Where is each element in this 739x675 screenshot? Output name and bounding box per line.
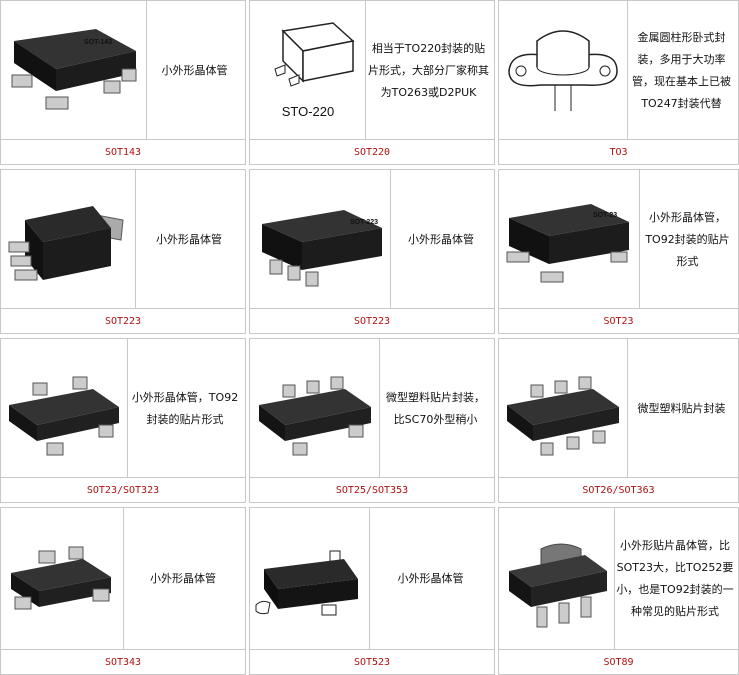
- package-caption-sot25-sot353: SOT25/SOT353: [250, 477, 494, 502]
- package-caption-sot223-b: SOT223: [250, 308, 494, 333]
- sot89-chip-icon: [508, 543, 607, 628]
- package-cell-sot223-a: 小外形晶体管 SOT223: [0, 169, 246, 334]
- to3-chip-icon: [508, 29, 618, 111]
- package-cell-to3: 金属圆柱形卧式封装，多用于大功率管，现在基本上已被TO247封装代替 TO3: [498, 0, 739, 165]
- package-desc-sot89: 小外形贴片晶体管，比SOT23大，比TO252要小，也是TO92封装的一种常见的…: [616, 539, 734, 618]
- package-caption-sot23: SOT23: [499, 308, 738, 333]
- package-cell-sot223-b: SOT-223 小外形晶体管 SOT223: [249, 169, 495, 334]
- package-image-sot220: STO-220: [250, 1, 366, 140]
- package-image-sot23-sot323: [1, 339, 128, 478]
- package-cell-sot523: 小外形晶体管 SOT523: [249, 507, 495, 675]
- package-caption-sot220: SOT220: [250, 139, 494, 164]
- package-cell-sot143: SOT-143 小外形晶体管 SOT143: [0, 0, 246, 165]
- sot23-chip-icon: SOT-23: [506, 203, 629, 282]
- sot220-chip-icon: STO-220: [273, 21, 355, 119]
- package-desc-sot143: 小外形晶体管: [161, 63, 228, 77]
- package-cell-sot23: SOT-23 小外形晶体管，TO92封装的贴片形式 SOT23: [498, 169, 739, 334]
- package-caption-sot23-sot323: SOT23/SOT323: [1, 477, 245, 502]
- sot143-label: SOT-143: [84, 39, 112, 46]
- sot223-label: SOT-223: [350, 219, 378, 226]
- sot23-label: SOT-23: [593, 212, 617, 219]
- package-cell-sot23-sot323: 小外形晶体管，TO92封装的贴片形式 SOT23/SOT323: [0, 338, 246, 503]
- package-desc-sot223-a: 小外形晶体管: [156, 232, 222, 246]
- package-caption-to3: TO3: [499, 139, 738, 164]
- package-image-sot25-sot353: [250, 339, 380, 478]
- sot353-chip-icon: [258, 376, 371, 455]
- package-desc-sot23: 小外形晶体管，TO92封装的贴片形式: [645, 210, 730, 268]
- package-image-sot223-b: SOT-223: [250, 170, 391, 309]
- sot223b-chip-icon: SOT-223: [262, 209, 382, 286]
- package-image-sot343: [1, 508, 124, 650]
- package-caption-sot223-a: SOT223: [1, 308, 245, 333]
- package-cell-sot220: STO-220 相当于TO220封装的贴片形式，大部分厂家称其为TO263或D2…: [249, 0, 495, 165]
- package-image-sot523: [250, 508, 370, 650]
- package-desc-sot23-sot323: 小外形晶体管，TO92封装的贴片形式: [131, 390, 239, 426]
- package-desc-sot523: 小外形晶体管: [397, 572, 464, 585]
- package-desc-to3: 金属圆柱形卧式封装，多用于大功率管，现在基本上已被TO247封装代替: [632, 30, 731, 110]
- sot363-chip-icon: [507, 376, 619, 455]
- package-image-sot23: SOT-23: [499, 170, 640, 309]
- sot223-chip-icon: [8, 205, 124, 280]
- package-cell-sot25-sot353: 微型塑料贴片封装，比SC70外型稍小 SOT25/SOT353: [249, 338, 495, 503]
- sot220-label: STO-220: [281, 104, 334, 119]
- package-caption-sot343: SOT343: [1, 649, 245, 674]
- sot343-chip-icon: [11, 546, 111, 610]
- package-image-to3: [499, 1, 628, 140]
- package-image-sot89: [499, 508, 615, 650]
- sot323-chip-icon: [9, 376, 119, 455]
- package-caption-sot523: SOT523: [250, 649, 494, 674]
- package-image-sot143: SOT-143: [1, 1, 147, 140]
- package-caption-sot89: SOT89: [499, 649, 738, 674]
- package-desc-sot26-sot363: 微型塑料贴片封装: [637, 401, 726, 415]
- package-desc-sot220: 相当于TO220封装的贴片形式，大部分厂家称其为TO263或D2PUK: [368, 41, 489, 99]
- package-image-sot223-a: [1, 170, 136, 309]
- package-caption-sot26-sot363: SOT26/SOT363: [499, 477, 738, 502]
- package-cell-sot89: 小外形贴片晶体管，比SOT23大，比TO252要小，也是TO92封装的一种常见的…: [498, 507, 739, 675]
- package-desc-sot223-b: 小外形晶体管: [408, 232, 474, 246]
- package-cell-sot343: 小外形晶体管 SOT343: [0, 507, 246, 675]
- package-image-sot26-sot363: [499, 339, 628, 478]
- package-desc-sot25-sot353: 微型塑料贴片封装，比SC70外型稍小: [386, 390, 485, 426]
- package-cell-sot26-sot363: 微型塑料贴片封装 SOT26/SOT363: [498, 338, 739, 503]
- package-caption-sot143: SOT143: [1, 139, 245, 164]
- sot523-chip-icon: [255, 550, 358, 616]
- sot143-chip-icon: SOT-143: [11, 28, 136, 109]
- package-desc-sot343: 小外形晶体管: [150, 572, 216, 585]
